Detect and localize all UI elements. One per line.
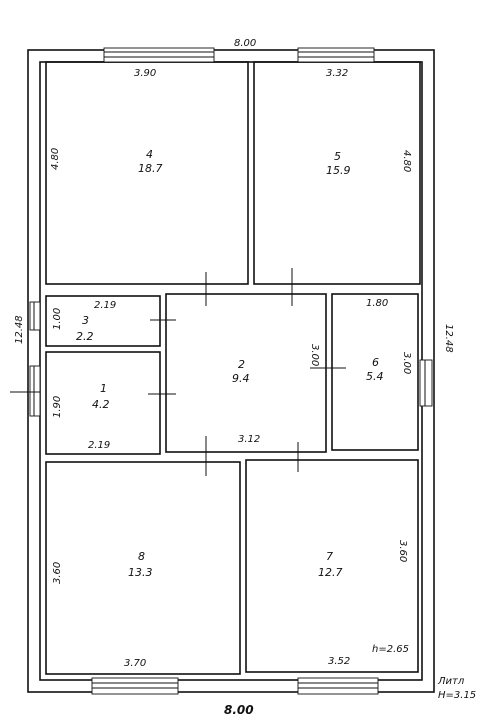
stamp-line-2: H=3.15 xyxy=(438,690,476,701)
room-8-number: 8 xyxy=(138,550,145,563)
overall-left-length: 12.48 xyxy=(14,315,25,344)
window-bottom-right xyxy=(297,677,379,695)
room-2-outline xyxy=(165,293,327,453)
window-top-right xyxy=(297,47,375,63)
room-1-area: 4.2 xyxy=(92,398,110,411)
room-8-length: 3.60 xyxy=(52,562,63,584)
room-2-area: 9.4 xyxy=(232,372,250,385)
room-6-width: 1.80 xyxy=(366,298,388,309)
room-3-width: 2.19 xyxy=(94,300,116,311)
room-4-length: 4.80 xyxy=(50,148,61,170)
room-5-number: 5 xyxy=(334,150,341,163)
room-2-length: 3.00 xyxy=(309,344,320,366)
overall-top-width: 8.00 xyxy=(234,38,256,49)
room-7-width: 3.52 xyxy=(328,656,350,667)
room-3-length: 1.00 xyxy=(52,308,63,330)
room-3-outline xyxy=(45,295,161,347)
stamp-line-1: Литл xyxy=(437,676,465,687)
room-8-outline xyxy=(45,461,241,675)
room-7-outline xyxy=(245,459,419,673)
room-8-area: 13.3 xyxy=(128,566,153,579)
ceiling-height-note: h=2.65 xyxy=(372,644,409,655)
window-left-room1 xyxy=(29,365,41,417)
window-top-left xyxy=(103,47,215,63)
outer-wall-outer xyxy=(27,49,435,693)
room-8-width: 3.70 xyxy=(124,658,146,669)
room-2-width: 3.12 xyxy=(238,434,260,445)
room-4-area: 18.7 xyxy=(138,162,163,175)
outer-wall-inner xyxy=(39,61,423,681)
room-1-number: 1 xyxy=(100,382,107,395)
room-5-length: 4.80 xyxy=(401,150,412,172)
door-marks xyxy=(10,268,346,476)
room-6-outline xyxy=(331,293,419,451)
room-1-width: 2.19 xyxy=(88,440,110,451)
room-1-length: 1.90 xyxy=(52,396,63,418)
room-4-width: 3.90 xyxy=(134,68,156,79)
overall-right-length: 12.48 xyxy=(443,324,454,353)
room-7-area: 12.7 xyxy=(318,566,343,579)
window-left-room3 xyxy=(29,301,41,331)
room-7-number: 7 xyxy=(326,550,333,563)
room-3-area: 2.2 xyxy=(76,330,94,343)
room-7-length: 3.60 xyxy=(397,540,408,562)
room-3-number: 3 xyxy=(82,314,89,327)
room-6-length: 3.00 xyxy=(401,352,412,374)
room-1-outline xyxy=(45,351,161,455)
room-5-area: 15.9 xyxy=(326,164,351,177)
room-6-number: 6 xyxy=(372,356,379,369)
room-2-number: 2 xyxy=(238,358,245,371)
window-bottom-left xyxy=(91,677,179,695)
room-4-number: 4 xyxy=(146,148,153,161)
overall-bottom-width: 8.00 xyxy=(224,703,254,717)
room-6-area: 5.4 xyxy=(366,370,384,383)
window-right-room6 xyxy=(419,359,433,407)
room-5-width: 3.32 xyxy=(326,68,348,79)
